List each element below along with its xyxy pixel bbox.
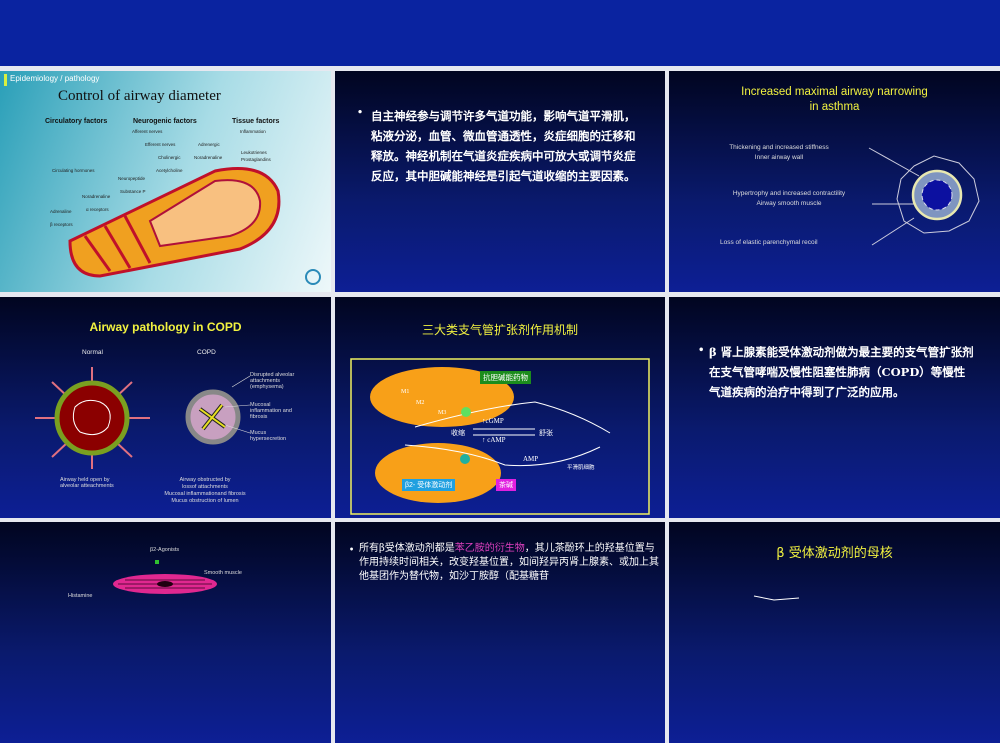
tag-marker bbox=[4, 74, 7, 86]
theophylline-label: 茶碱 bbox=[496, 479, 516, 491]
slide-title: 三大类支气管扩张剂作用机制 bbox=[421, 323, 578, 337]
annotation: Mucosal inflammation and fibrosis bbox=[250, 402, 292, 420]
camp-label: ↑ cAMP bbox=[482, 436, 506, 444]
diagram-label: Inflammation bbox=[240, 129, 266, 134]
slide-thumbnail-1[interactable]: Epidemiology / pathology Control of airw… bbox=[0, 71, 331, 292]
top-bar bbox=[0, 0, 1000, 66]
diagram-label: Leukotrienes bbox=[241, 150, 267, 155]
caption: Airway obstructed by bbox=[179, 477, 231, 483]
slide-thumbnail-6[interactable]: • β 肾上腺素能受体激动剂做为最主要的支气管扩张剂在支气管哮喘及慢性阻塞性肺病… bbox=[669, 297, 1000, 518]
smooth-muscle-cell-label: 平滑肌细胞 bbox=[567, 465, 595, 471]
diagram-label: β receptors bbox=[50, 222, 73, 227]
smooth-muscle-illustration bbox=[113, 560, 217, 594]
header: Neurogenic factors bbox=[133, 118, 197, 125]
annotation: Mucus hypersecretion bbox=[250, 430, 287, 442]
receptor-label: M2 bbox=[416, 400, 425, 406]
diagram-label: Adrenaline bbox=[50, 209, 72, 214]
airway-cross-section bbox=[868, 147, 980, 246]
receptor-label: M1 bbox=[401, 389, 410, 395]
caption-bullet: lossof attachments bbox=[182, 484, 228, 490]
structure-diagram bbox=[753, 595, 800, 601]
caption-bullet: Mucosal inflammationand fibrosis bbox=[164, 491, 246, 497]
diagram-label: Smooth muscle bbox=[204, 570, 242, 576]
slide-tag: Epidemiology / pathology bbox=[10, 74, 100, 83]
contract-label: 收缩 bbox=[451, 430, 465, 437]
highlighted-text: 苯乙胺的衍生物 bbox=[454, 543, 525, 554]
slide-body-text: 所有β受体激动剂都是苯乙胺的衍生物，其儿茶酚环上的羟基位置与作用持续时间相关，改… bbox=[359, 543, 659, 582]
caption: Airway held open by alveolar atteachment… bbox=[60, 477, 114, 489]
receptor-label: M3 bbox=[438, 410, 447, 416]
diagram-label: Noradrenaline bbox=[82, 194, 111, 199]
diagram-label: Acetylcholine bbox=[156, 168, 183, 173]
annotation: Hypertrophy and increased contractility bbox=[732, 190, 846, 197]
slide-thumbnail-9[interactable]: β 受体激动剂的母核 bbox=[669, 522, 1000, 743]
annotation: Disrupted alveolar attachments (emphysem… bbox=[250, 372, 295, 390]
annotation: Loss of elastic parenchymal recoil bbox=[720, 239, 818, 246]
diagram-label: Circulating hormones bbox=[52, 168, 95, 173]
diagram-label: Prostaglandins bbox=[241, 157, 271, 162]
diagram-label: Adrenergic bbox=[198, 142, 220, 147]
anticholinergic-label: 抗胆碱能药物 bbox=[480, 371, 531, 384]
cgmp-label: ↑cGMP bbox=[482, 417, 504, 425]
diagram-label: Cholinergic bbox=[158, 155, 181, 160]
diagram-label: Afferent nerves bbox=[132, 129, 163, 134]
slide-title: β 受体激动剂的母核 bbox=[776, 546, 893, 561]
diagram-label: Noradrenaline bbox=[194, 155, 223, 160]
airway-illustration bbox=[68, 167, 321, 285]
diagram-label: Efferent nerves bbox=[145, 142, 176, 147]
diagram-label: Neuropeptide bbox=[118, 176, 146, 181]
slide-body-text: 自主神经参与调节许多气道功能，影响气道平滑肌，粘液分泌，血管、微血管通透性，炎症… bbox=[371, 109, 636, 183]
diagram-label: β2-Agonists bbox=[150, 547, 180, 553]
slide-thumbnail-7[interactable]: β2-Agonists Smooth muscle Histamine bbox=[0, 522, 331, 743]
slide-body-text: β 肾上腺素能受体激动剂做为最主要的支气管扩张剂在支气管哮喘及慢性阻塞性肺病（C… bbox=[709, 345, 974, 399]
diagram-label: Substance P bbox=[120, 189, 146, 194]
diagram-label: Histamine bbox=[68, 593, 93, 599]
annotation: Inner airway wall bbox=[754, 154, 804, 161]
diagram-label: α receptors bbox=[86, 207, 109, 212]
slide-thumbnail-2[interactable]: • 自主神经参与调节许多气道功能，影响气道平滑肌，粘液分泌，血管、微血管通透性，… bbox=[335, 71, 665, 292]
slide-title: Airway pathology in COPD bbox=[89, 320, 242, 334]
annotation: Airway smooth muscle bbox=[756, 200, 822, 207]
slide-thumbnail-3[interactable]: Increased maximal airway narrowing in as… bbox=[669, 71, 1000, 292]
beta2-agonist-label: β2- 受体激动剂 bbox=[402, 479, 456, 491]
column-label: COPD bbox=[197, 349, 216, 356]
column-label: Normal bbox=[82, 349, 103, 356]
amp-label: AMP bbox=[523, 455, 539, 463]
copd-diagram bbox=[35, 367, 251, 469]
slide-thumbnail-5[interactable]: 三大类支气管扩张剂作用机制 抗胆碱能药物 M1 M2 M3 ↑cGMP 收缩 舒… bbox=[335, 297, 665, 518]
slide-thumbnail-4[interactable]: Airway pathology in COPD Normal COPD Dis… bbox=[0, 297, 331, 518]
relax-label: 舒张 bbox=[539, 430, 553, 437]
header: Circulatory factors bbox=[45, 118, 108, 125]
slide-title-line2: in asthma bbox=[809, 101, 860, 113]
slide-thumbnail-8[interactable]: • 所有β受体激动剂都是苯乙胺的衍生物，其儿茶酚环上的羟基位置与作用持续时间相关… bbox=[335, 522, 665, 743]
caption-bullet: Mucus obstruction of lumen bbox=[171, 498, 239, 504]
slide-title: Control of airway diameter bbox=[58, 88, 221, 104]
slide-title: Increased maximal airway narrowing bbox=[741, 86, 928, 98]
header: Tissue factors bbox=[232, 118, 280, 125]
annotation: Thickening and increased stiffness bbox=[729, 144, 829, 151]
